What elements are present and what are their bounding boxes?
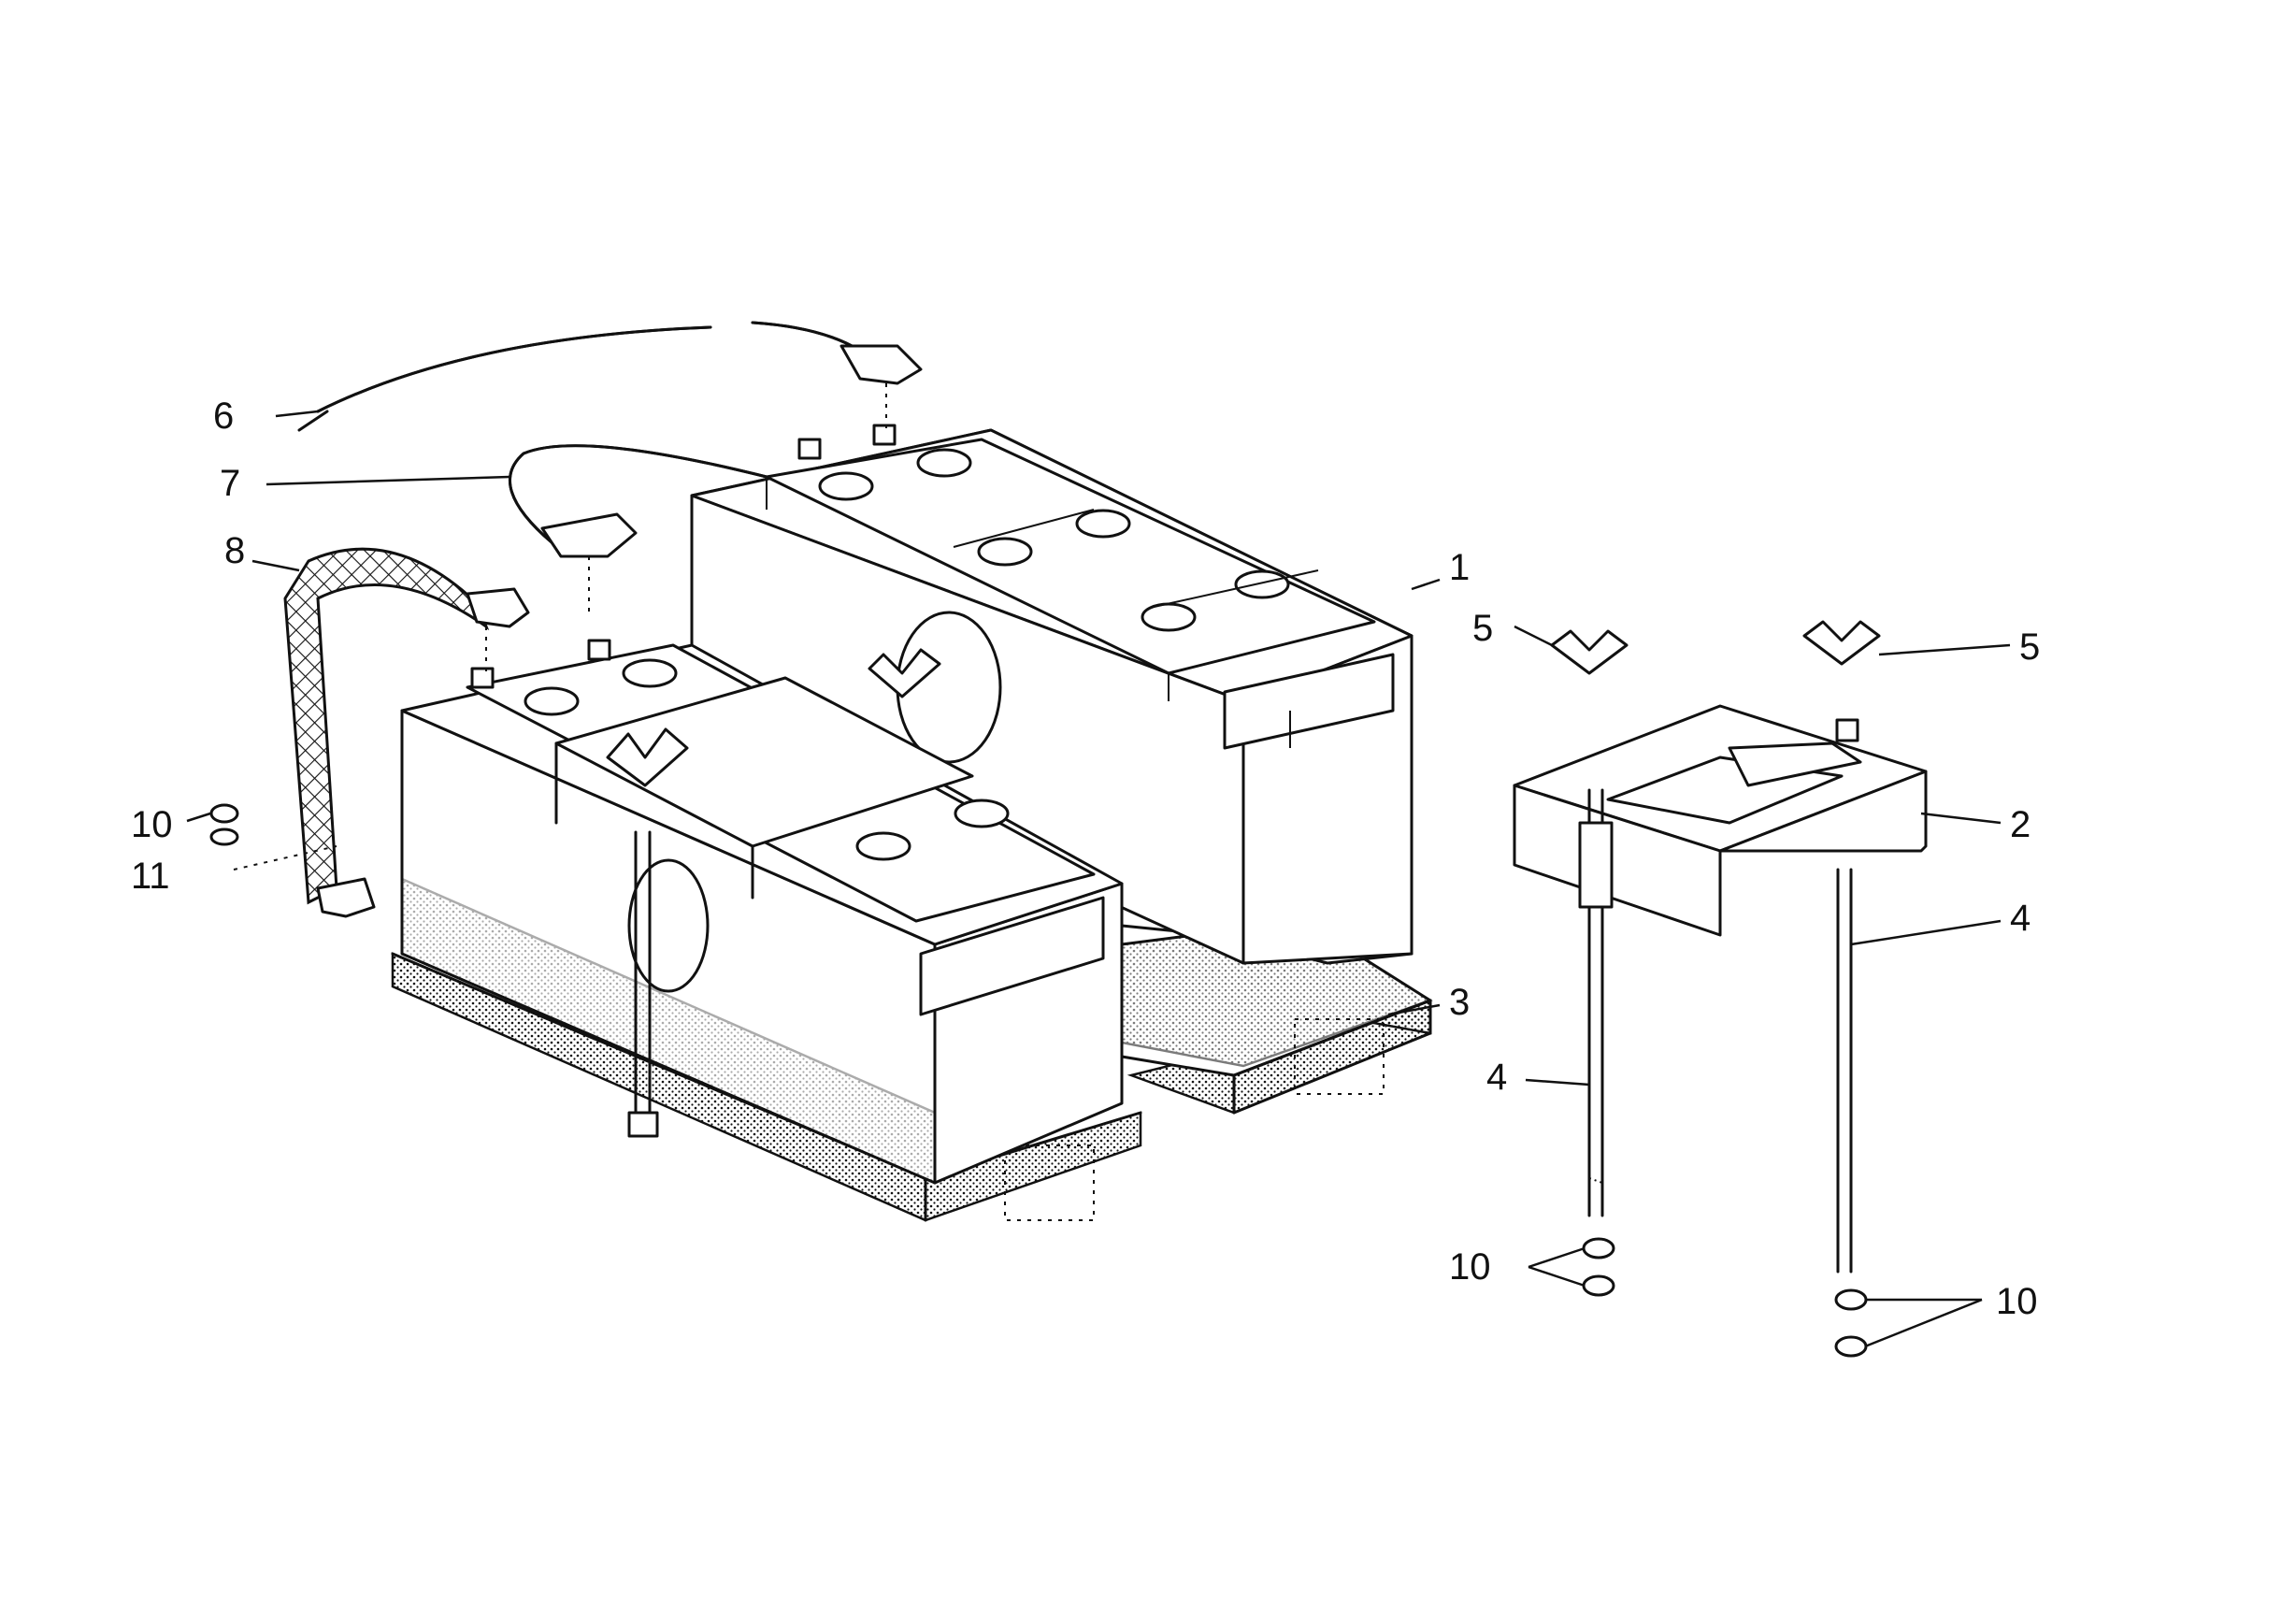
- callout-10-left-nuts: 10: [1449, 1246, 1491, 1288]
- front-battery: [400, 639, 1124, 1185]
- hold-down-bracket: [1513, 704, 1928, 937]
- interconnect-cable: [509, 444, 768, 617]
- ground-strap: [283, 547, 530, 918]
- callout-4-left: 4: [1486, 1057, 1507, 1098]
- callout-10-strap: 10: [131, 804, 173, 845]
- front-wing-nut: [606, 727, 689, 787]
- threaded-rod-right: [1836, 868, 1853, 1274]
- callout-8: 8: [224, 530, 245, 571]
- rear-wing-nut-mounted: [868, 648, 941, 698]
- wing-nut-right: [1802, 620, 1881, 666]
- callout-6: 6: [213, 396, 234, 437]
- threaded-rod-left: [1578, 788, 1614, 1217]
- wing-nut-left: [1550, 629, 1629, 675]
- rear-battery: [690, 424, 1413, 965]
- callout-3: 3: [1449, 982, 1470, 1023]
- nuts-left-rod: [1582, 1237, 1615, 1297]
- callout-1: 1: [1449, 547, 1470, 588]
- callout-11: 11: [131, 856, 170, 897]
- callout-5-left: 5: [1472, 608, 1493, 649]
- callout-2: 2: [2010, 804, 2031, 845]
- positive-cable: [297, 321, 923, 432]
- callout-4-right: 4: [2010, 898, 2031, 939]
- callout-5-right: 5: [2019, 626, 2040, 668]
- nuts-right-rod: [1834, 1288, 1868, 1358]
- strap-nut-washer: [209, 803, 337, 871]
- callout-10-right-nuts: 10: [1996, 1281, 2038, 1322]
- callout-7: 7: [220, 463, 240, 504]
- leader-lines: [186, 410, 2011, 1348]
